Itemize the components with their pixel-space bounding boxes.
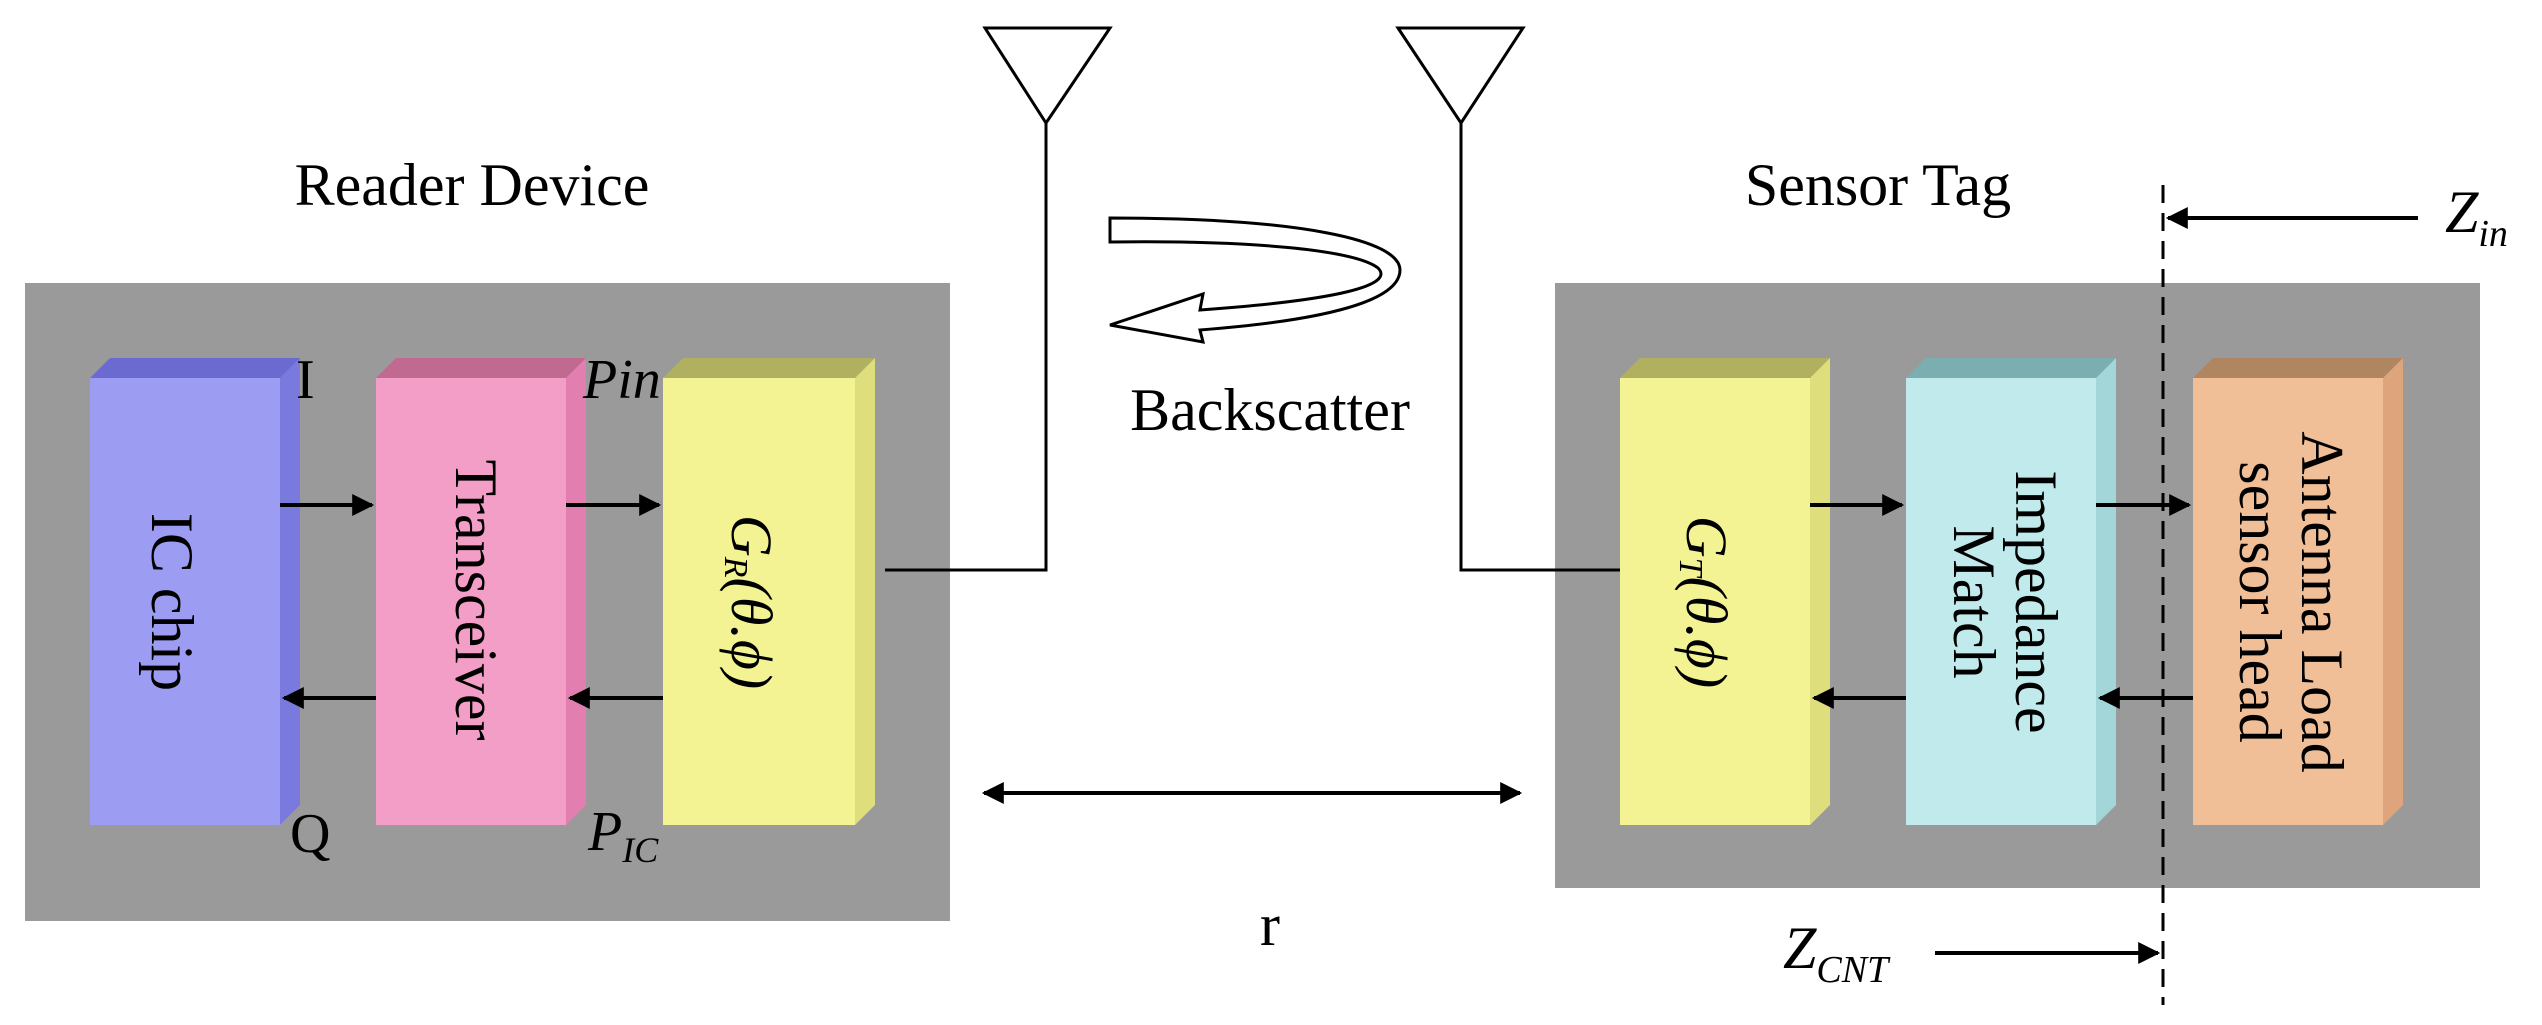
tag-gain-block: GT(θ.ϕ): [1620, 358, 1830, 825]
transceiver-block: Transceiver: [376, 358, 586, 825]
zcnt-label: ZCNT: [1783, 915, 1891, 991]
impedance-match-block: ImpedanceMatch: [1906, 358, 2116, 825]
reader-gain-label: GR(θ.ϕ): [717, 515, 783, 689]
ic-chip-block: IC chip: [90, 358, 300, 825]
antenna-load-label: Antenna Loadsensor head: [2227, 431, 2355, 773]
backscatter-label: Backscatter: [1130, 377, 1410, 443]
ic-chip-label: IC chip: [139, 513, 205, 691]
reader-antenna-icon: [885, 26, 1113, 572]
reader-gain-block: GR(θ.ϕ): [663, 358, 875, 825]
signal-pic-label: PIC: [587, 801, 659, 870]
reader-title: Reader Device: [295, 152, 650, 218]
signal-pin-label: Pin: [582, 349, 661, 411]
signal-i-label: I: [296, 349, 315, 411]
antenna-load-block: Antenna Loadsensor head: [2193, 358, 2403, 825]
distance-label: r: [1260, 892, 1280, 958]
impedance-match-label: ImpedanceMatch: [1941, 470, 2069, 733]
tag-gain-label: GT(θ.ϕ): [1672, 516, 1738, 688]
signal-q-label: Q: [290, 803, 330, 865]
tag-antenna-icon: [1395, 26, 1620, 572]
transceiver-label: Transceiver: [443, 459, 509, 740]
zin-label: Zin: [2445, 179, 2508, 255]
backscatter-arrow-icon: [1108, 216, 1402, 344]
tag-title: Sensor Tag: [1745, 152, 2011, 218]
